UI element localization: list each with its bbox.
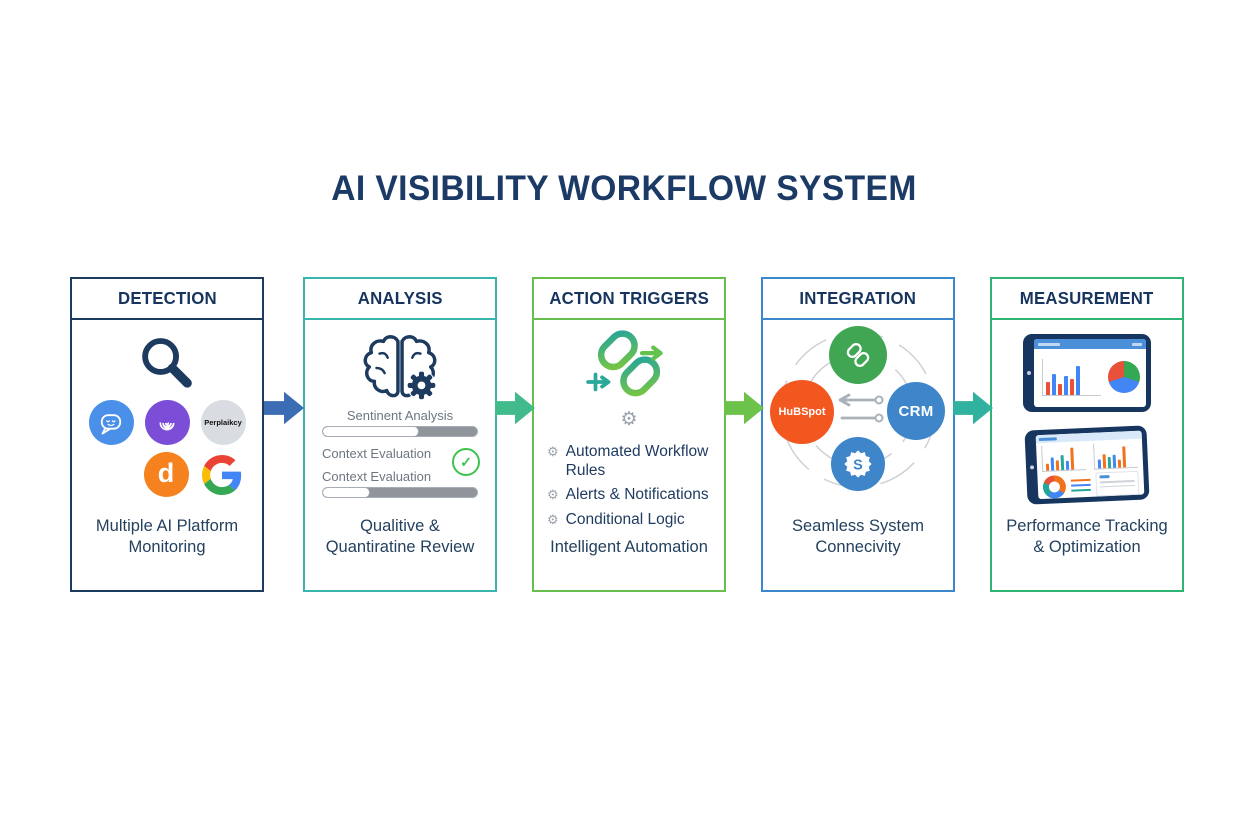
d-logo-icon: d — [143, 452, 189, 497]
list-item: ⚙ Conditional Logic — [547, 510, 685, 528]
svg-text:S: S — [853, 458, 863, 474]
flow-arrow-3 — [724, 391, 764, 425]
pie-chart — [1108, 361, 1140, 393]
context-evaluation-label-2: Context Evaluation — [322, 469, 432, 484]
ai-spiral-icon — [144, 400, 190, 445]
bar-chart — [1041, 444, 1087, 472]
stage-measurement-caption: Performance Tracking & Optimization — [1006, 517, 1168, 557]
stage-detection-header: DETECTION — [72, 279, 262, 320]
stage-action-triggers-header: ACTION TRIGGERS — [534, 279, 724, 320]
summary-card — [1095, 470, 1140, 497]
stage-integration: INTEGRATION HuBSpot CRM — [761, 277, 955, 592]
perplexity-icon: Perplaikcy — [200, 400, 246, 445]
page-title: AI VISIBILITY WORKFLOW SYSTEM — [331, 169, 917, 208]
google-icon — [199, 452, 245, 497]
chat-assistant-icon — [88, 400, 134, 445]
stage-action-triggers: ACTION TRIGGERS ⚙ — [532, 277, 726, 592]
sync-arrows-icon — [838, 393, 884, 423]
flow-arrow-4 — [953, 391, 993, 425]
tablet-camera-dot — [1029, 465, 1035, 470]
crm-node: CRM — [887, 382, 945, 440]
chain-link-icon — [586, 330, 663, 397]
stage-measurement: MEASUREMENT — [990, 277, 1184, 592]
gear-bullet-icon: ⚙ — [547, 444, 559, 459]
tablet1-header-bar — [1034, 339, 1146, 349]
platform-icon-grid: Perplaikcy d — [88, 400, 246, 497]
stage-detection: DETECTION — [70, 277, 264, 592]
donut-chart — [1042, 474, 1067, 499]
context-evaluation-label-1: Context Evaluation — [322, 446, 432, 461]
dashboard-tablet-2 — [1024, 425, 1150, 505]
flow-arrow-2 — [495, 391, 535, 425]
s-badge-node: S — [831, 437, 885, 491]
stage-integration-caption: Seamless System Connecivity — [791, 517, 925, 557]
perplexity-label: Perplaikcy — [204, 418, 242, 427]
flow-arrow-1 — [264, 391, 304, 425]
list-item: ⚙ Alerts & Notifications — [547, 486, 709, 504]
link-node-icon — [829, 326, 887, 384]
bar-chart — [1093, 441, 1139, 470]
trigger-bullet-list: ⚙ Automated Workflow Rules ⚙ Alerts & No… — [534, 437, 724, 529]
stage-analysis-title: ANALYSIS — [357, 288, 443, 308]
stage-detection-title: DETECTION — [117, 288, 217, 308]
stage-integration-title: INTEGRATION — [799, 288, 917, 308]
brain-gear-icon — [363, 335, 437, 401]
analysis-metrics: Sentinent Analysis Context Evaluation Co… — [322, 408, 480, 498]
sentiment-progress-bar — [322, 426, 478, 437]
stage-action-triggers-title: ACTION TRIGGERS — [549, 288, 709, 308]
stage-detection-caption: Multiple AI Platform Monitoring — [95, 517, 239, 557]
list-item: ⚙ Automated Workflow Rules — [547, 443, 709, 479]
sentiment-analysis-label: Sentinent Analysis — [346, 408, 454, 423]
stage-action-triggers-caption: Intelligent Automation — [550, 538, 708, 557]
stage-measurement-header: MEASUREMENT — [992, 279, 1182, 320]
integration-hub: HuBSpot CRM S — [765, 325, 951, 493]
stage-analysis-header: ANALYSIS — [305, 279, 495, 320]
seal-s-icon: S — [844, 450, 872, 478]
tablet-camera-dot — [1027, 371, 1031, 375]
stage-analysis-caption: Qualitive & Quantiratine Review — [325, 517, 475, 557]
magnifier-icon — [142, 338, 192, 388]
gear-bullet-icon: ⚙ — [547, 487, 559, 503]
dashboard-tablet-1 — [1023, 334, 1151, 412]
hubspot-node: HuBSpot — [770, 380, 834, 444]
stage-measurement-title: MEASUREMENT — [1020, 288, 1154, 308]
context-progress-bar — [322, 487, 478, 498]
chart-legend — [1070, 478, 1092, 492]
check-circle-icon: ✓ — [452, 448, 480, 476]
stage-integration-header: INTEGRATION — [763, 279, 953, 320]
stage-analysis: ANALYSIS — [303, 277, 497, 592]
gear-bullet-icon: ⚙ — [547, 511, 559, 527]
gear-icon: ⚙ — [620, 409, 638, 430]
bar-chart — [1042, 358, 1102, 396]
